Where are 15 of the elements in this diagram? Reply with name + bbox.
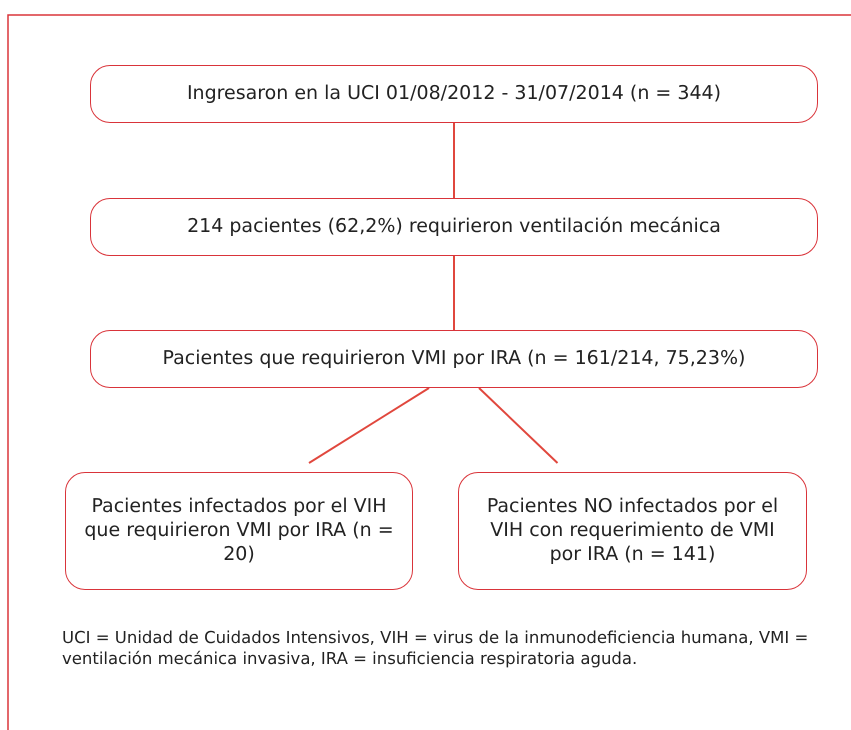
box-text: Pacientes infectados por el VIH que requirieron VMI por IRA (n = 20) <box>83 495 395 567</box>
caption-text: UCI = Unidad de Cuidados Intensivos, VIH = virus de la inmunodeficiencia humana, VMI = ventilación mecánica invasiva, IRA = insuficiencia respiratoria aguda. <box>62 627 810 670</box>
process-box <box>458 472 807 590</box>
process-box <box>90 198 818 256</box>
connector-line <box>308 387 430 464</box>
process-box <box>90 65 818 123</box>
connector-line <box>478 387 558 464</box>
box-text: Pacientes que requirieron VMI por IRA (n = 161/214, 75,23%) <box>162 347 746 371</box>
box-text: Ingresaron en la UCI 01/08/2012 - 31/07/2014 (n = 344) <box>186 82 722 106</box>
box-text: Pacientes NO infectados por el VIH con requerimiento de VMI por IRA (n = 141) <box>486 495 780 567</box>
process-box <box>65 472 413 590</box>
connector-line <box>453 123 455 198</box>
box-text: 214 pacientes (62,2%) requirieron ventilación mecánica <box>187 215 721 239</box>
process-box <box>90 330 818 388</box>
connector-line <box>453 256 455 330</box>
